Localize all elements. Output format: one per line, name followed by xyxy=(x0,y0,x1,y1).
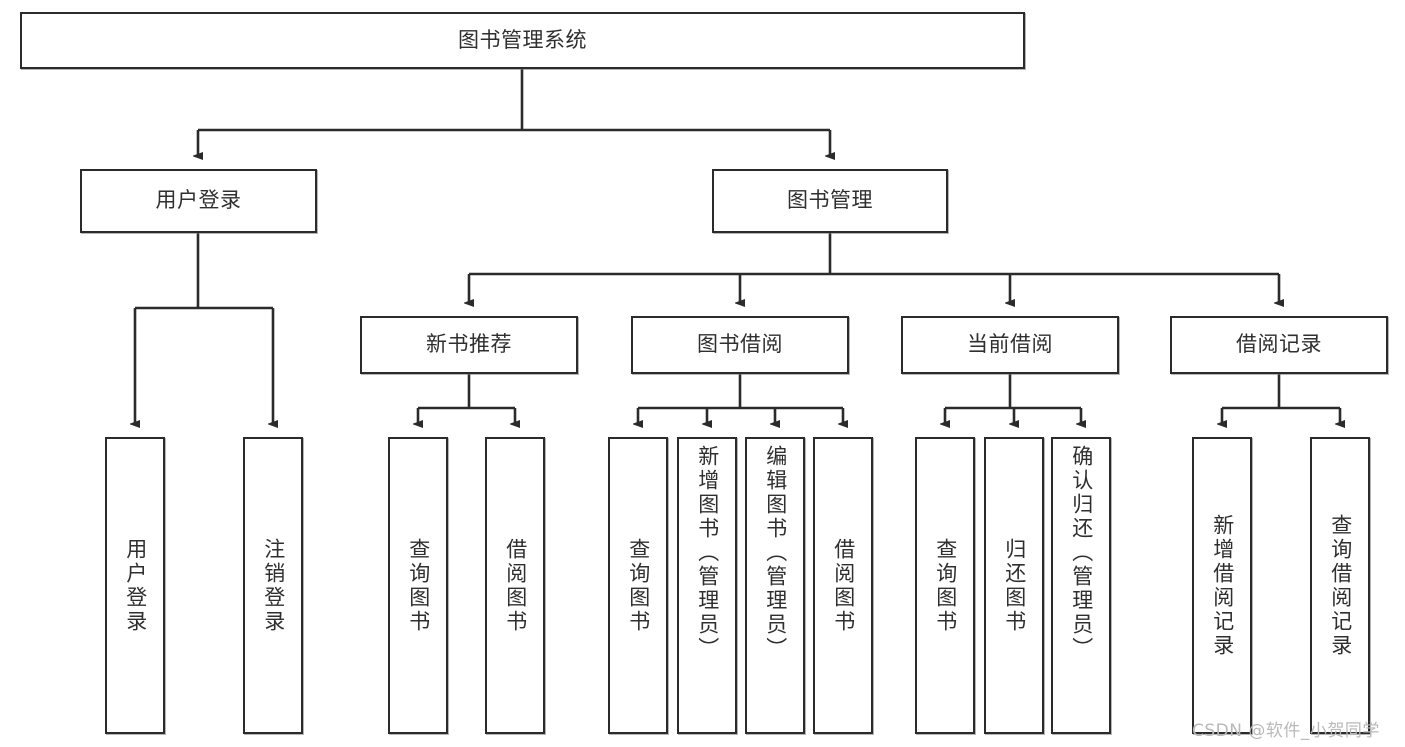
csdn-watermark: CSDN @软件_小贺同学 xyxy=(1192,721,1380,741)
node-user-login[interactable]: 用户登录 xyxy=(80,169,317,233)
node-leaf-borrow-book-1-label: 借阅图书 xyxy=(503,537,528,634)
node-new-book-recommend-label: 新书推荐 xyxy=(426,332,512,357)
node-leaf-add-book-admin-label: 新增图书（管理员） xyxy=(695,445,720,661)
node-leaf-edit-book-admin[interactable]: 编辑图书（管理员） xyxy=(745,437,805,734)
node-current-borrow[interactable]: 当前借阅 xyxy=(901,316,1119,374)
node-leaf-add-book-admin[interactable]: 新增图书（管理员） xyxy=(677,437,737,734)
node-borrow-record-label: 借阅记录 xyxy=(1236,332,1322,357)
node-borrow-record[interactable]: 借阅记录 xyxy=(1170,316,1388,374)
node-leaf-add-borrow-record-label: 新增借阅记录 xyxy=(1210,513,1235,658)
node-leaf-query-borrow-record-label: 查询借阅记录 xyxy=(1328,513,1353,658)
node-leaf-query-book-2[interactable]: 查询图书 xyxy=(608,437,668,734)
node-leaf-add-borrow-record[interactable]: 新增借阅记录 xyxy=(1192,437,1252,734)
node-leaf-query-book-2-label: 查询图书 xyxy=(626,537,651,634)
node-leaf-query-book-1[interactable]: 查询图书 xyxy=(388,437,448,734)
node-book-borrow[interactable]: 图书借阅 xyxy=(631,316,849,374)
node-new-book-recommend[interactable]: 新书推荐 xyxy=(360,316,578,374)
node-leaf-return-book-label: 归还图书 xyxy=(1002,537,1027,634)
node-current-borrow-label: 当前借阅 xyxy=(967,332,1053,357)
node-root[interactable]: 图书管理系统 xyxy=(20,12,1025,69)
node-user-login-label: 用户登录 xyxy=(155,188,242,213)
node-leaf-edit-book-admin-label: 编辑图书（管理员） xyxy=(763,445,788,661)
node-book-management-label: 图书管理 xyxy=(787,188,873,213)
node-leaf-user-login-label: 用户登录 xyxy=(123,537,148,634)
node-book-management[interactable]: 图书管理 xyxy=(712,169,948,233)
node-leaf-return-book[interactable]: 归还图书 xyxy=(984,437,1044,734)
node-book-borrow-label: 图书借阅 xyxy=(697,332,783,357)
node-leaf-user-login[interactable]: 用户登录 xyxy=(105,437,165,734)
node-leaf-confirm-return-admin-label: 确认归还（管理员） xyxy=(1069,445,1094,661)
node-leaf-query-book-1-label: 查询图书 xyxy=(406,537,431,634)
node-leaf-query-book-3[interactable]: 查询图书 xyxy=(915,437,975,734)
node-leaf-confirm-return-admin[interactable]: 确认归还（管理员） xyxy=(1051,437,1111,734)
node-leaf-borrow-book-1[interactable]: 借阅图书 xyxy=(485,437,545,734)
node-leaf-borrow-book-2-label: 借阅图书 xyxy=(831,537,856,634)
node-leaf-query-book-3-label: 查询图书 xyxy=(933,537,958,634)
node-root-label: 图书管理系统 xyxy=(458,27,587,52)
node-leaf-user-logout[interactable]: 注销登录 xyxy=(243,437,303,734)
node-leaf-user-logout-label: 注销登录 xyxy=(261,537,286,634)
node-leaf-query-borrow-record[interactable]: 查询借阅记录 xyxy=(1310,437,1370,734)
node-leaf-borrow-book-2[interactable]: 借阅图书 xyxy=(813,437,873,734)
